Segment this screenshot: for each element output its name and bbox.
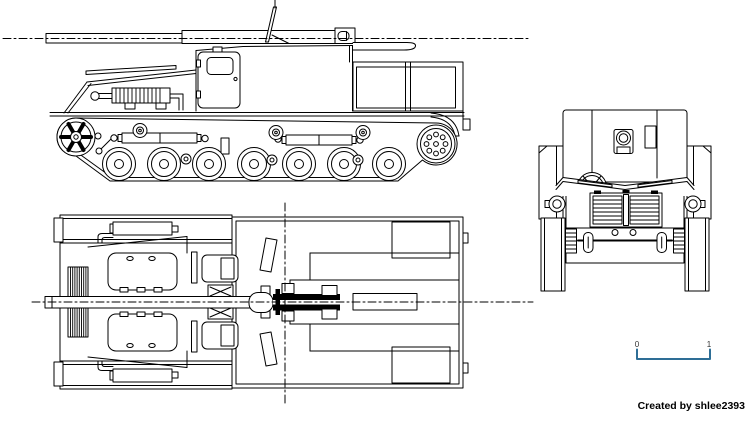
door-handle [233, 76, 238, 82]
hood-vent [577, 180, 613, 188]
bed-latch [462, 232, 469, 244]
periscope [616, 130, 631, 146]
track-assembly-side [56, 117, 458, 182]
side-view [2, 0, 531, 182]
side-rail-strip [85, 65, 177, 75]
muffler-fins [115, 87, 161, 104]
roof-hatch-bottom [201, 321, 239, 350]
scale-start-label: 0 [635, 340, 640, 349]
cargo-bed-side [352, 61, 471, 131]
muffler-bottom [97, 360, 179, 383]
muffler-top [97, 221, 179, 244]
grille-louvers [592, 199, 623, 221]
front-cab [555, 109, 695, 183]
front-suspension [565, 227, 685, 254]
side-superstructure [63, 45, 353, 114]
engine-hatch-bottom [107, 311, 178, 352]
front-tracks [540, 217, 710, 292]
credit-text: Created by shlee2393 [638, 400, 746, 412]
vision-slit [644, 125, 657, 149]
scale-end-label: 1 [707, 340, 712, 349]
cab-roof-top [87, 236, 239, 368]
hull-post [220, 137, 230, 155]
top-tracks [53, 214, 233, 390]
tow-hooks [544, 195, 706, 213]
top-view [31, 202, 534, 404]
front-view [538, 109, 712, 292]
scale-bar: 0 1 [635, 340, 712, 360]
engine-hatch-top [107, 252, 178, 293]
gun-slide-rail [352, 42, 417, 51]
suspension-bar-front [94, 132, 209, 155]
gun-barrel-side [45, 6, 417, 51]
grille-louvers [629, 199, 660, 221]
exhaust-muffler [90, 87, 184, 111]
cab-door [197, 51, 241, 109]
door-window [206, 57, 234, 75]
scale-bar-bracket [636, 348, 711, 360]
fender [49, 112, 465, 137]
hood-vent [637, 180, 673, 188]
aiming-rod [265, 6, 277, 43]
front-bumper-tab [53, 217, 64, 243]
tail-box [462, 118, 471, 131]
bed-latch [462, 362, 469, 374]
idler-wheel [416, 124, 456, 164]
drive-sprocket [56, 117, 96, 157]
front-hood [555, 177, 695, 196]
door-hinge [196, 90, 201, 99]
roof-hatch-top [201, 254, 239, 283]
door-hinge [196, 59, 201, 68]
suspension-bar-rear [274, 134, 364, 146]
radiator-grille [589, 190, 663, 228]
front-bumper-tab [53, 361, 64, 387]
